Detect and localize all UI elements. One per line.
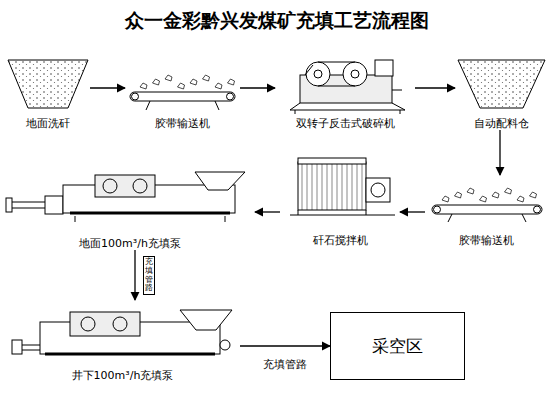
underground-fill-pump bbox=[12, 310, 232, 354]
flow-arrow bbox=[134, 250, 135, 300]
ore-chunk bbox=[215, 83, 222, 89]
wash-hopper bbox=[8, 60, 88, 108]
equipment-caption: 地面100m³/h充填泵 bbox=[78, 237, 182, 250]
ore-chunk bbox=[455, 192, 462, 198]
ore-chunk bbox=[140, 83, 147, 89]
batching-bin bbox=[458, 60, 545, 108]
flow-arrow bbox=[499, 130, 500, 175]
ore-chunk bbox=[190, 79, 197, 85]
equipment-node: 胶带输送机 bbox=[425, 175, 547, 247]
ore-chunk bbox=[530, 192, 537, 198]
equipment-node: 双转子反击式破碎机 bbox=[275, 50, 415, 130]
equipment-caption: 双转子反击式破碎机 bbox=[295, 117, 396, 130]
belt-conveyor bbox=[432, 205, 542, 222]
flow-arrow bbox=[240, 87, 275, 88]
goaf-box: 采空区 bbox=[330, 312, 465, 380]
equipment-caption: 胶带输送机 bbox=[154, 117, 211, 130]
equipment-caption: 地面洗矸 bbox=[25, 117, 71, 130]
equipment-caption: 自动配料仓 bbox=[473, 117, 530, 130]
flow-arrow bbox=[400, 211, 425, 212]
ore-chunk bbox=[178, 83, 185, 89]
equipment-caption: 矸石搅拌机 bbox=[312, 234, 369, 247]
ore-chunk bbox=[492, 192, 499, 198]
ore-chunk bbox=[165, 75, 172, 81]
equipment-node: 井下100m³/h充填泵 bbox=[5, 300, 240, 382]
equipment-node: 自动配料仓 bbox=[455, 55, 547, 130]
flow-arrow bbox=[240, 345, 330, 346]
equipment-node: 胶带输送机 bbox=[125, 60, 240, 130]
surface-fill-pump bbox=[6, 172, 245, 222]
diagram-title: 众一金彩黔兴发煤矿充填工艺流程图 bbox=[0, 8, 553, 34]
equipment-caption: 井下100m³/h充填泵 bbox=[71, 369, 175, 382]
pipe-label: 充填管路 bbox=[143, 256, 155, 295]
ore-chunk bbox=[228, 79, 235, 85]
ore-chunk bbox=[203, 75, 210, 81]
flow-arrow bbox=[415, 87, 455, 88]
equipment-node: 地面100m³/h充填泵 bbox=[5, 160, 255, 250]
equipment-node: 矸石搅拌机 bbox=[280, 150, 400, 247]
ore-chunk bbox=[480, 196, 487, 202]
crusher bbox=[290, 60, 405, 114]
equipment-caption: 采空区 bbox=[371, 336, 424, 356]
ore-chunk bbox=[505, 188, 512, 194]
flow-arrow bbox=[255, 211, 280, 212]
equipment-node: 地面洗矸 bbox=[5, 55, 90, 130]
ore-chunk bbox=[442, 196, 449, 202]
equipment-caption: 胶带输送机 bbox=[458, 234, 515, 247]
ore-chunk bbox=[467, 188, 474, 194]
flow-arrow bbox=[90, 87, 125, 88]
gangue-mixer bbox=[290, 158, 395, 215]
ore-chunk bbox=[517, 196, 524, 202]
pipe-label: 充填管路 bbox=[263, 358, 307, 371]
ore-chunk bbox=[153, 79, 160, 85]
belt-conveyor bbox=[130, 92, 235, 110]
